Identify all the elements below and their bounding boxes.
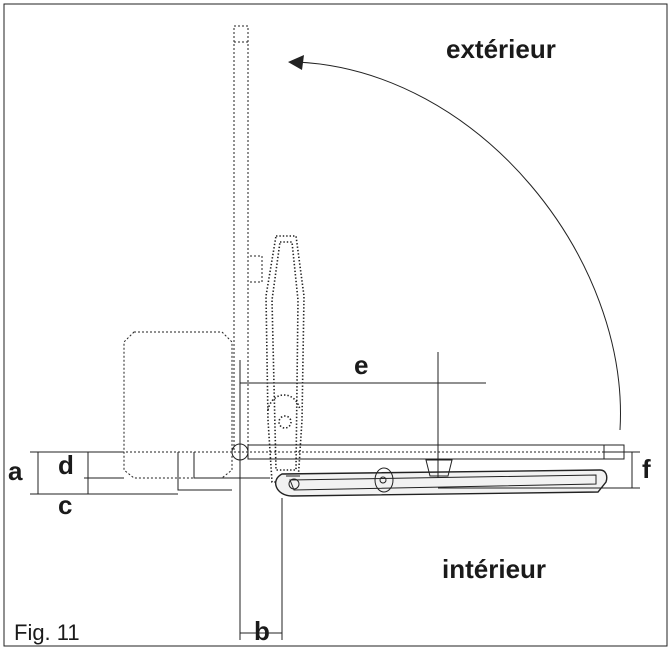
motor-arm-open (265, 235, 305, 483)
figure-caption: Fig. 11 (14, 620, 80, 645)
motor-arm-closed (274, 467, 608, 497)
pillar (123, 331, 233, 479)
label-inside: intérieur (442, 554, 546, 584)
opening-arc (295, 61, 621, 431)
leaf-bracket (425, 459, 453, 477)
label-dim-a: a (8, 456, 23, 486)
gate-leaf-open (233, 25, 249, 453)
bracket-profile (177, 452, 270, 490)
motor-bracket (177, 478, 232, 491)
figure-frame (3, 3, 668, 647)
label-dim-b: b (254, 616, 270, 646)
pivot-detail (250, 255, 263, 283)
label-outside: extérieur (446, 34, 556, 64)
label-dim-d: d (58, 450, 74, 480)
label-dim-f: f (642, 454, 651, 484)
dimension-a (30, 451, 178, 495)
dimension-e (240, 352, 486, 478)
opening-arrowhead (288, 55, 304, 70)
dimension-c-d (84, 452, 124, 494)
dimension-b (239, 360, 283, 640)
dimension-f (438, 451, 640, 489)
label-dim-e: e (354, 350, 368, 380)
label-dim-c: c (58, 490, 72, 520)
